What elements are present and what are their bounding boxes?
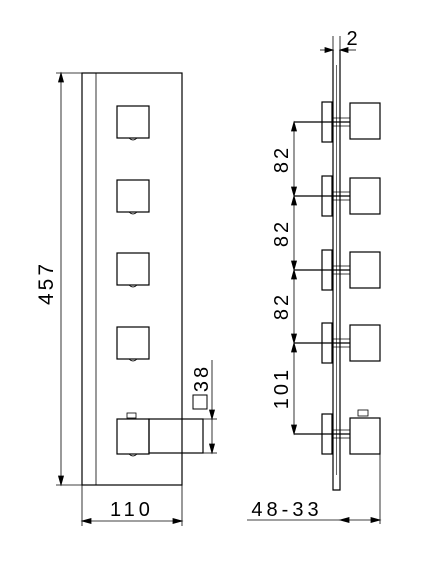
side-view (247, 36, 382, 524)
side-knob (294, 322, 381, 364)
side-knob (294, 175, 381, 217)
depth-label: 48-33 (251, 499, 322, 521)
front-knob (116, 105, 150, 141)
side-knob (294, 101, 381, 143)
front-view (56, 71, 217, 526)
spacing-label: 101 (271, 367, 293, 409)
knob-size-dimension (192, 360, 217, 455)
width-label: 110 (110, 499, 154, 521)
side-lever-handle (294, 409, 381, 455)
height-label: 457 (35, 261, 58, 305)
spacing-label: 82 (271, 219, 293, 247)
front-plate (81, 72, 183, 486)
spacing-label: 82 (271, 292, 293, 320)
width-dimension (80, 485, 184, 526)
depth-dimension (247, 454, 382, 524)
height-dimension (56, 71, 90, 487)
front-knob (116, 179, 150, 215)
front-knob (116, 326, 150, 362)
knob-size-label: 38 (191, 364, 213, 392)
thickness-label: 2 (346, 28, 357, 50)
front-lever-handle (116, 412, 204, 457)
square-symbol (192, 394, 208, 410)
spacing-dimension (290, 120, 298, 436)
side-knob (294, 249, 381, 291)
front-knob (116, 252, 150, 288)
thickness-dimension (320, 36, 356, 58)
spacing-label: 82 (271, 145, 293, 173)
